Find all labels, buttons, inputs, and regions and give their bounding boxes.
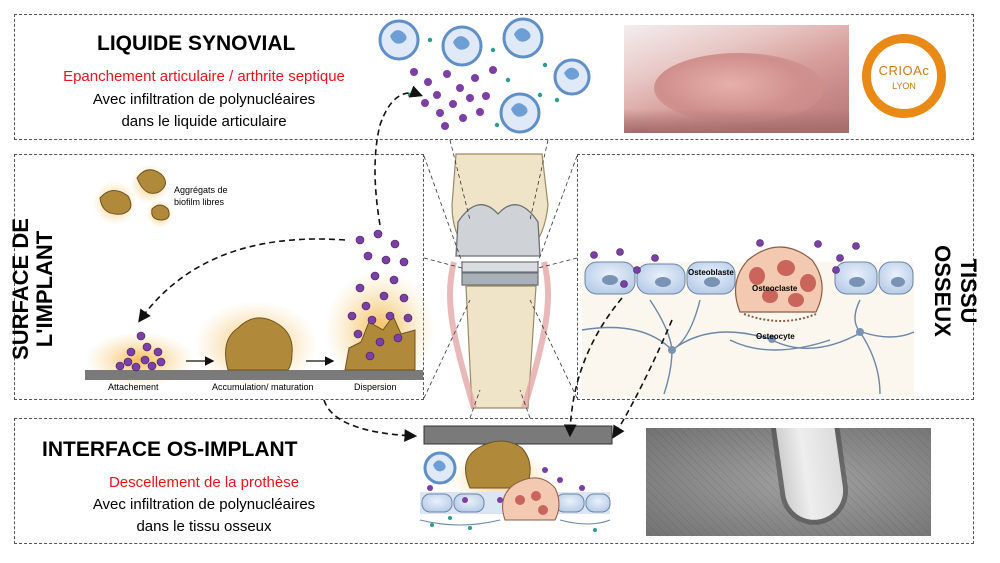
interface-panel <box>14 418 974 544</box>
bacteria-bone <box>590 239 860 288</box>
dispersion-bacteria <box>347 229 413 361</box>
logo-text: CRIOAc <box>878 63 930 78</box>
accumulation-biofilm <box>225 317 293 371</box>
stage-dispersion: Dispersion <box>354 382 397 392</box>
bone-panel <box>577 154 974 400</box>
attachment-bacteria <box>115 331 166 372</box>
synovial-line1: Avec infiltration de polynucléaires <box>92 91 316 108</box>
teal-particles-synovial <box>407 37 560 128</box>
osteocyte-label: Osteocyte <box>756 332 795 341</box>
radiograph-photo <box>646 428 931 536</box>
bacteria-synovial <box>410 66 497 130</box>
interface-subtitle: Descellement de la prothèse <box>108 474 300 491</box>
synovial-line2: dans le liquide articulaire <box>121 113 287 130</box>
interface-line1: Avec infiltration de polynucléaires <box>92 496 316 513</box>
osteoclast-label: Osteoclaste <box>752 284 798 293</box>
free-biofilm-aggregates <box>93 164 174 228</box>
free-aggregates-line2: biofilm libres <box>174 197 225 207</box>
synovial-panel <box>14 14 974 140</box>
interface-title: INTERFACE OS-IMPLANT <box>42 438 298 461</box>
neutrophil-cluster <box>378 17 591 134</box>
free-aggregates-label: Aggrégats de biofilm libres <box>174 184 228 208</box>
interface-implant-bar <box>423 425 613 445</box>
synovial-title: LIQUIDE SYNOVIAL <box>97 32 296 55</box>
crioac-logo: CRIOAc LYON <box>862 34 946 118</box>
stage-accumulation: Accumulation/ maturation <box>212 382 314 392</box>
synovial-subtitle: Epanchement articulaire / arthrite septi… <box>63 68 345 85</box>
implant-surface-bar <box>85 370 423 380</box>
knee-swelling-photo <box>624 25 849 133</box>
knee-prosthesis-illustration <box>447 153 551 409</box>
logo-city: LYON <box>892 81 916 91</box>
implant-panel <box>14 154 424 400</box>
osteoclast <box>734 246 823 322</box>
osteoblast-label: Osteoblaste <box>688 268 734 277</box>
free-aggregates-line1: Aggrégats de <box>174 185 228 195</box>
interface-line2: dans le tissu osseux <box>136 518 272 535</box>
stage-attachement: Attachement <box>108 382 159 392</box>
